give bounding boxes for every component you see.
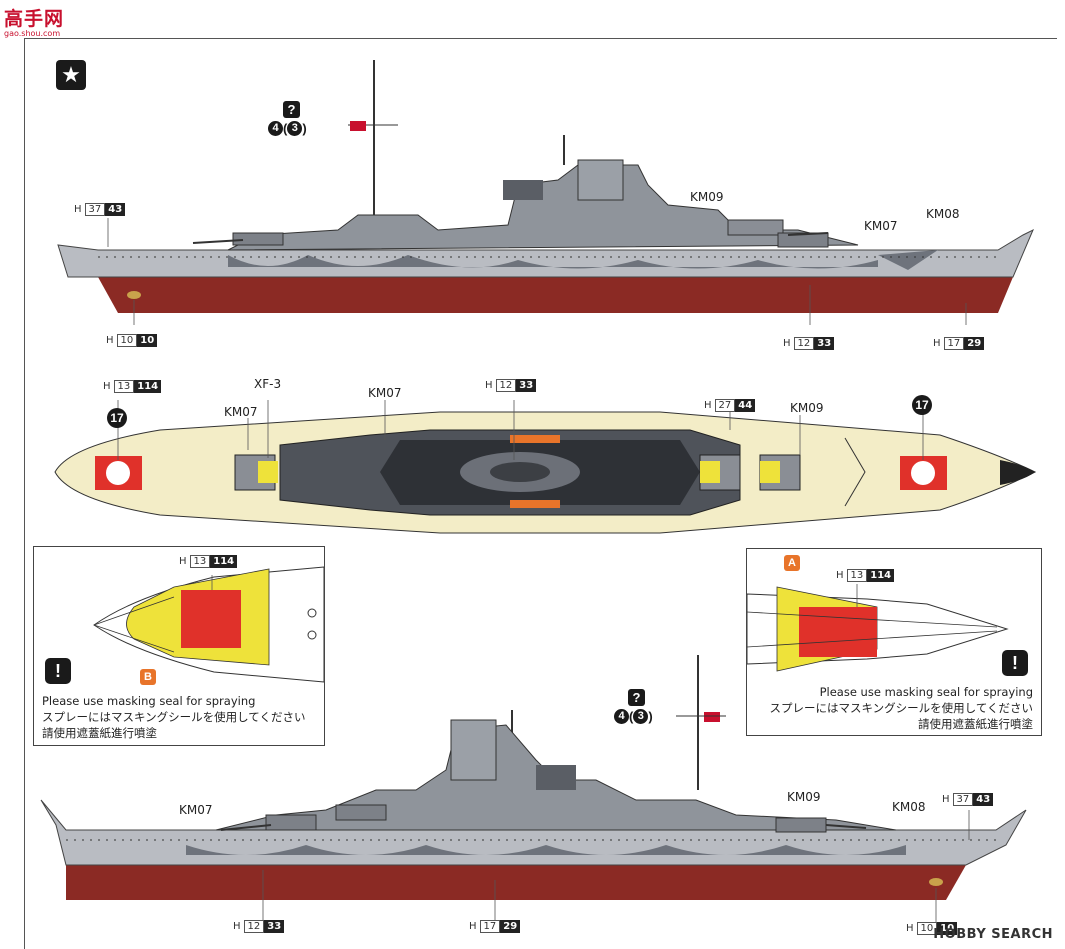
warning-icon-left: !	[45, 658, 71, 684]
label-top-km08: KM08	[926, 207, 960, 221]
detail-box-bow	[746, 548, 1042, 736]
label-deck-km07-a: KM07	[224, 405, 258, 419]
marker-deck-stern: 17	[107, 408, 127, 428]
site-url: gao.shou.com	[4, 29, 61, 38]
callout-b: 3	[287, 121, 303, 136]
question-icon-bottom: ?	[628, 689, 645, 706]
label-deck-km09: KM09	[790, 401, 824, 415]
stern-detail-drawing	[93, 566, 324, 683]
page-border	[24, 38, 1057, 949]
flag-callout-top: 4 (3)	[268, 121, 307, 136]
label-top-km09: KM09	[690, 190, 724, 204]
label-bottom-km09: KM09	[787, 790, 821, 804]
note-right: Please use masking seal for spraying スプレ…	[751, 684, 1033, 732]
label-top-km07: KM07	[864, 219, 898, 233]
site-logo: 高手网 gao.shou.com	[4, 4, 64, 38]
mask-tag-b: B	[140, 669, 156, 685]
flag-callout-bottom: 4 (3)	[614, 709, 653, 724]
label-bottom-km08: KM08	[892, 800, 926, 814]
bow-detail-drawing	[747, 584, 1009, 672]
detail-box-stern	[33, 546, 325, 746]
bottom-ship-profile	[40, 655, 1027, 922]
warning-icon-right: !	[1002, 650, 1028, 676]
note-left-en: Please use masking seal for spraying	[42, 694, 256, 708]
star-icon: ★	[56, 60, 86, 90]
note-left: Please use masking seal for spraying スプレ…	[42, 693, 305, 741]
callout-bottom-b: 3	[633, 709, 649, 724]
question-icon: ?	[283, 101, 300, 118]
label-deck-xf3: XF-3	[254, 377, 282, 391]
watermark: HOBBY SEARCH	[933, 927, 1053, 942]
callout-bottom-a: 4	[614, 709, 629, 724]
mask-tag-a: A	[784, 555, 800, 571]
note-right-en: Please use masking seal for spraying	[819, 685, 1033, 699]
label-bottom-km07: KM07	[179, 803, 213, 817]
deck-plan-view	[54, 400, 1037, 534]
marker-deck-bow: 17	[912, 395, 932, 415]
label-deck-km07-b: KM07	[368, 386, 402, 400]
top-ship-profile	[57, 60, 1034, 325]
site-name: 高手网	[4, 8, 65, 30]
note-left-jp: スプレーにはマスキングシールを使用してください	[42, 710, 306, 724]
note-right-cn: 請使用遮蓋紙進行噴塗	[918, 717, 1033, 731]
note-left-cn: 請使用遮蓋紙進行噴塗	[42, 726, 157, 740]
callout-a: 4	[268, 121, 283, 136]
note-right-jp: スプレーにはマスキングシールを使用してください	[769, 701, 1033, 715]
